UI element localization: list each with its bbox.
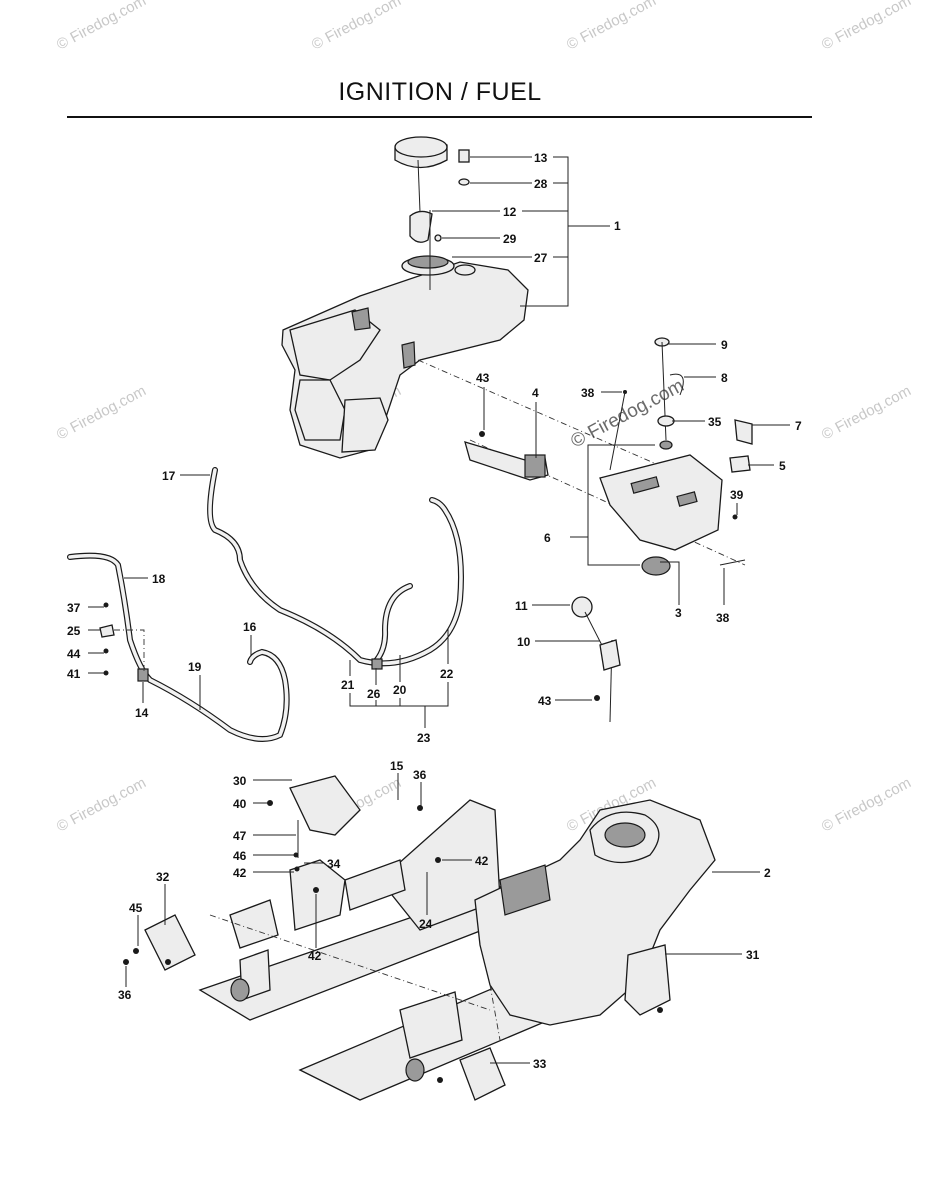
callout-42: 42: [475, 854, 489, 868]
callout-5: 5: [779, 459, 786, 473]
watermark: © Firedog.com: [309, 0, 404, 54]
callout-37: 37: [67, 601, 81, 615]
callout-20: 20: [393, 683, 407, 697]
callout-29: 29: [503, 232, 517, 246]
callout-11: 11: [515, 599, 528, 613]
callout-19: 19: [188, 660, 202, 674]
callout-24: 24: [419, 917, 433, 931]
callout-43: 43: [538, 694, 552, 708]
callout-28: 28: [534, 177, 548, 191]
callout-46: 46: [233, 849, 247, 863]
callout-22: 22: [440, 667, 454, 681]
callout-26: 26: [367, 687, 381, 701]
ignition-assembly: [417, 337, 753, 723]
callout-38: 38: [581, 386, 595, 400]
callout-16: 16: [243, 620, 257, 634]
callout-15: 15: [390, 759, 404, 773]
watermark: © Firedog.com: [564, 0, 659, 54]
watermark: © Firedog.com: [54, 0, 149, 54]
watermark: © Firedog.com: [54, 774, 149, 835]
callout-9: 9: [721, 338, 728, 352]
chassis-lower: [123, 775, 716, 1101]
callout-30: 30: [233, 774, 247, 788]
callout-36: 36: [413, 768, 427, 782]
callout-32: 32: [156, 870, 170, 884]
callout-2: 2: [764, 866, 771, 880]
callout-41: 41: [67, 667, 81, 681]
callout-39: 39: [730, 488, 744, 502]
callout-3: 3: [675, 606, 682, 620]
callout-12: 12: [503, 205, 517, 219]
callout-13: 13: [534, 151, 548, 165]
callout-40: 40: [233, 797, 247, 811]
callout-34: 34: [327, 857, 341, 871]
callout-42: 42: [308, 949, 322, 963]
callout-42: 42: [233, 866, 247, 880]
callout-4: 4: [532, 386, 539, 400]
page-title: IGNITION / FUEL: [338, 78, 542, 106]
callout-31: 31: [746, 948, 760, 962]
callout-8: 8: [721, 371, 728, 385]
callout-18: 18: [152, 572, 166, 586]
leader-lines: [88, 156, 790, 1064]
callout-33: 33: [533, 1057, 547, 1071]
watermark: © Firedog.com: [819, 0, 914, 54]
watermark: © Firedog.com: [819, 382, 914, 443]
fuel-hoses: [67, 467, 464, 742]
callout-43: 43: [476, 371, 490, 385]
callout-17: 17: [162, 469, 176, 483]
callout-27: 27: [534, 251, 548, 265]
title-rule: [67, 116, 812, 118]
callout-36: 36: [118, 988, 132, 1002]
watermark: © Firedog.com: [54, 382, 149, 443]
callout-38: 38: [716, 611, 730, 625]
callout-44: 44: [67, 647, 81, 661]
callout-47: 47: [233, 829, 247, 843]
callout-23: 23: [417, 731, 431, 745]
callout-45: 45: [129, 901, 143, 915]
callout-6: 6: [544, 531, 551, 545]
callout-25: 25: [67, 624, 81, 638]
callout-labels: 13 28 12 1 29 27 9 8 43 4 38 35 7 5 39 6…: [67, 151, 802, 1071]
callout-7: 7: [795, 419, 802, 433]
callout-21: 21: [341, 678, 355, 692]
callout-14: 14: [135, 706, 149, 720]
callout-35: 35: [708, 415, 722, 429]
watermark: © Firedog.com: [819, 774, 914, 835]
callout-1: 1: [614, 219, 621, 233]
fuel-tank-top: [281, 136, 529, 459]
callout-10: 10: [517, 635, 531, 649]
